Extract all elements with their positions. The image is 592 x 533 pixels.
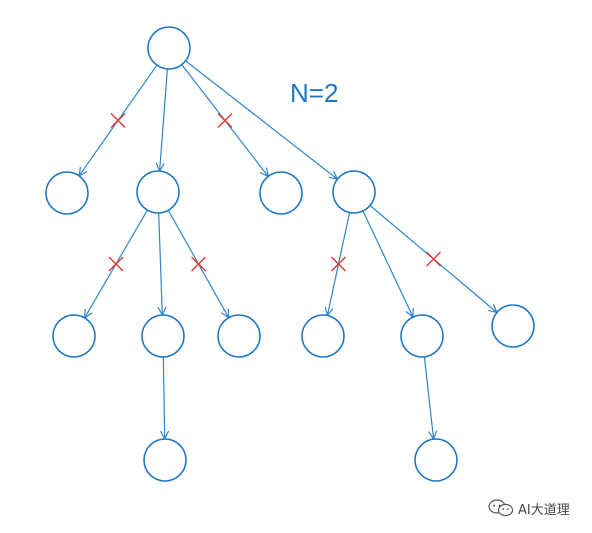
node-d2 bbox=[400, 314, 444, 358]
node-b2 bbox=[141, 314, 185, 358]
edge-root-d bbox=[185, 60, 338, 179]
edge-root-b bbox=[160, 68, 168, 171]
wechat-icon bbox=[488, 499, 514, 517]
edge-d2-d2a bbox=[423, 356, 433, 439]
pruned-mark-b-b1 bbox=[108, 256, 124, 272]
node-b3 bbox=[217, 314, 261, 358]
pruned-mark-root-a bbox=[110, 113, 126, 128]
nodes bbox=[45, 26, 535, 482]
pruned-mark-root-c bbox=[217, 113, 233, 128]
pruned-mark-d-d3 bbox=[426, 251, 441, 267]
pruned-mark-d-d1 bbox=[331, 256, 346, 272]
node-b1 bbox=[52, 314, 96, 358]
node-c bbox=[259, 171, 303, 215]
node-d3 bbox=[491, 304, 535, 348]
node-d1 bbox=[301, 314, 345, 358]
edges bbox=[79, 60, 497, 439]
edge-d-d2 bbox=[362, 210, 413, 317]
n-label: N=2 bbox=[290, 78, 338, 108]
watermark-text: AI大道理 bbox=[518, 502, 570, 518]
pruned-marks bbox=[108, 113, 441, 272]
node-d2a bbox=[414, 438, 458, 482]
node-a bbox=[45, 171, 89, 215]
edge-b2-b2a bbox=[163, 356, 164, 439]
node-b2a bbox=[143, 438, 187, 482]
edge-b-b2 bbox=[159, 212, 163, 315]
node-b bbox=[136, 170, 180, 214]
watermark: AI大道理 bbox=[488, 499, 570, 518]
node-root bbox=[147, 26, 191, 70]
node-d bbox=[332, 170, 376, 214]
pruned-mark-b-b3 bbox=[191, 256, 206, 272]
